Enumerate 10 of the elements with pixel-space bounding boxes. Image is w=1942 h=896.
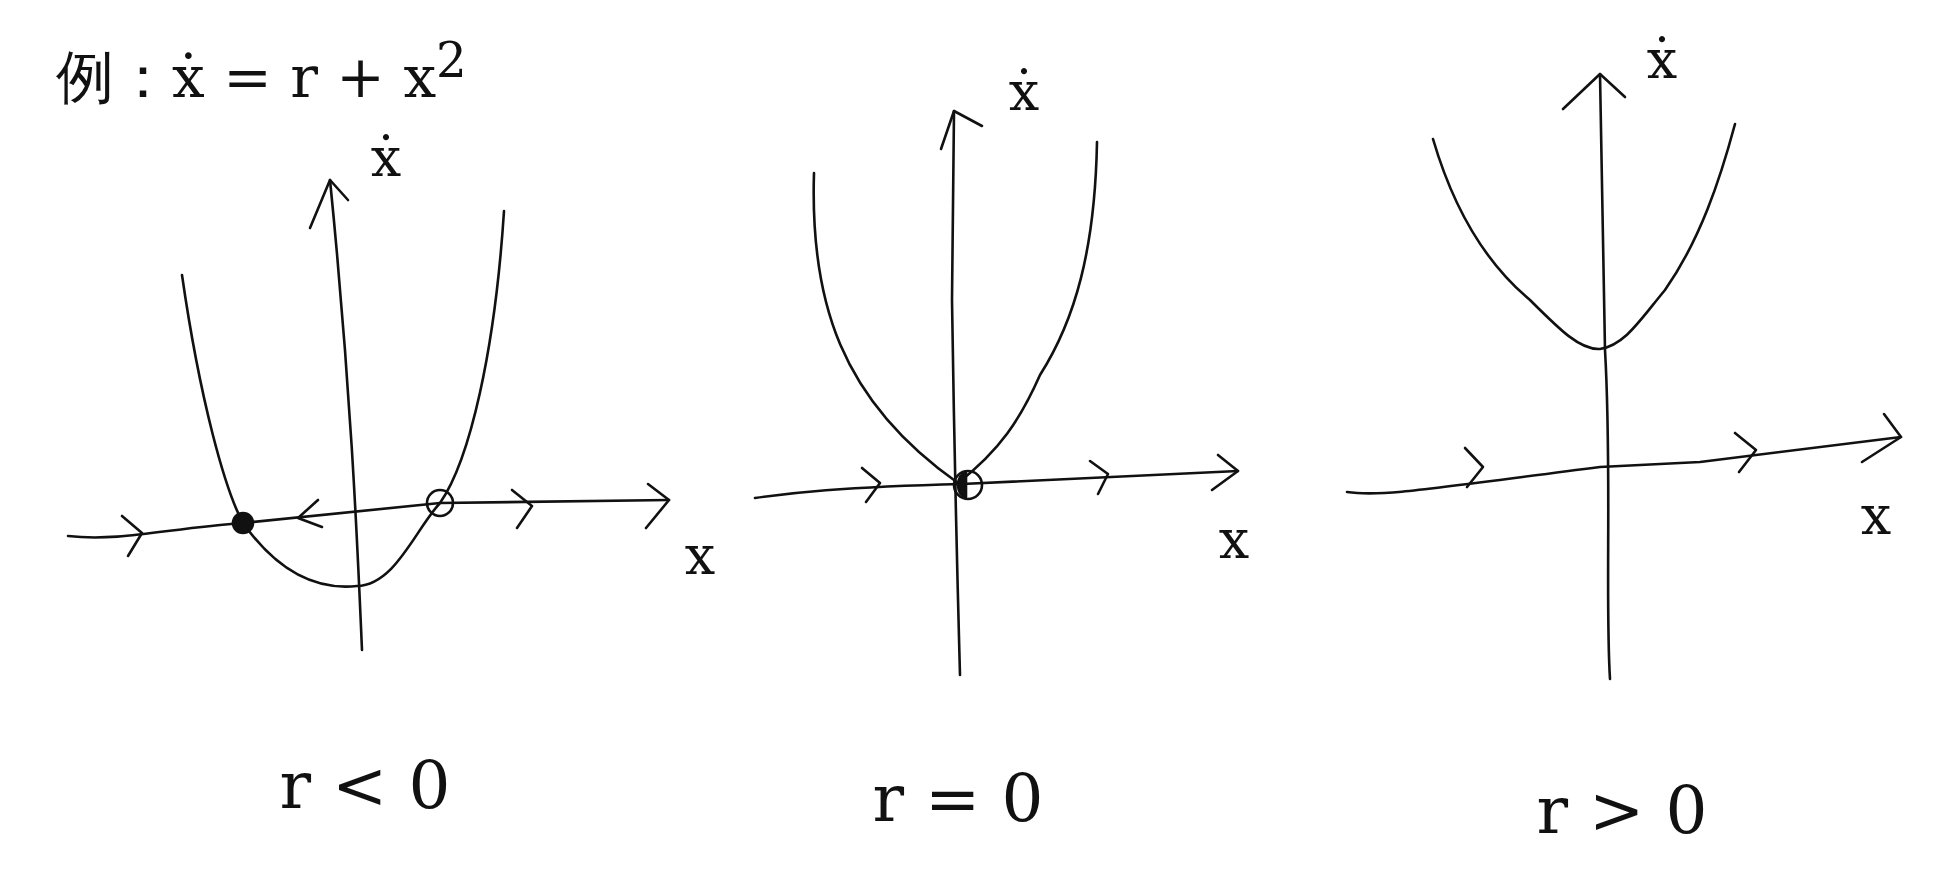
parameter-label: r = 0 bbox=[872, 766, 1044, 832]
axis-label: x bbox=[1860, 489, 1892, 543]
axis-label: ẋ bbox=[1008, 65, 1040, 119]
axis-label: ẋ bbox=[1646, 33, 1678, 87]
parameter-label: r < 0 bbox=[279, 753, 451, 819]
axis-label: ẋ bbox=[370, 131, 402, 185]
axis-label: x bbox=[684, 529, 716, 583]
axis-label: x bbox=[1218, 513, 1250, 567]
parameter-label: r > 0 bbox=[1536, 778, 1708, 844]
formula-title: 例：ẋ = r + x$^{2}$ bbox=[56, 36, 467, 107]
